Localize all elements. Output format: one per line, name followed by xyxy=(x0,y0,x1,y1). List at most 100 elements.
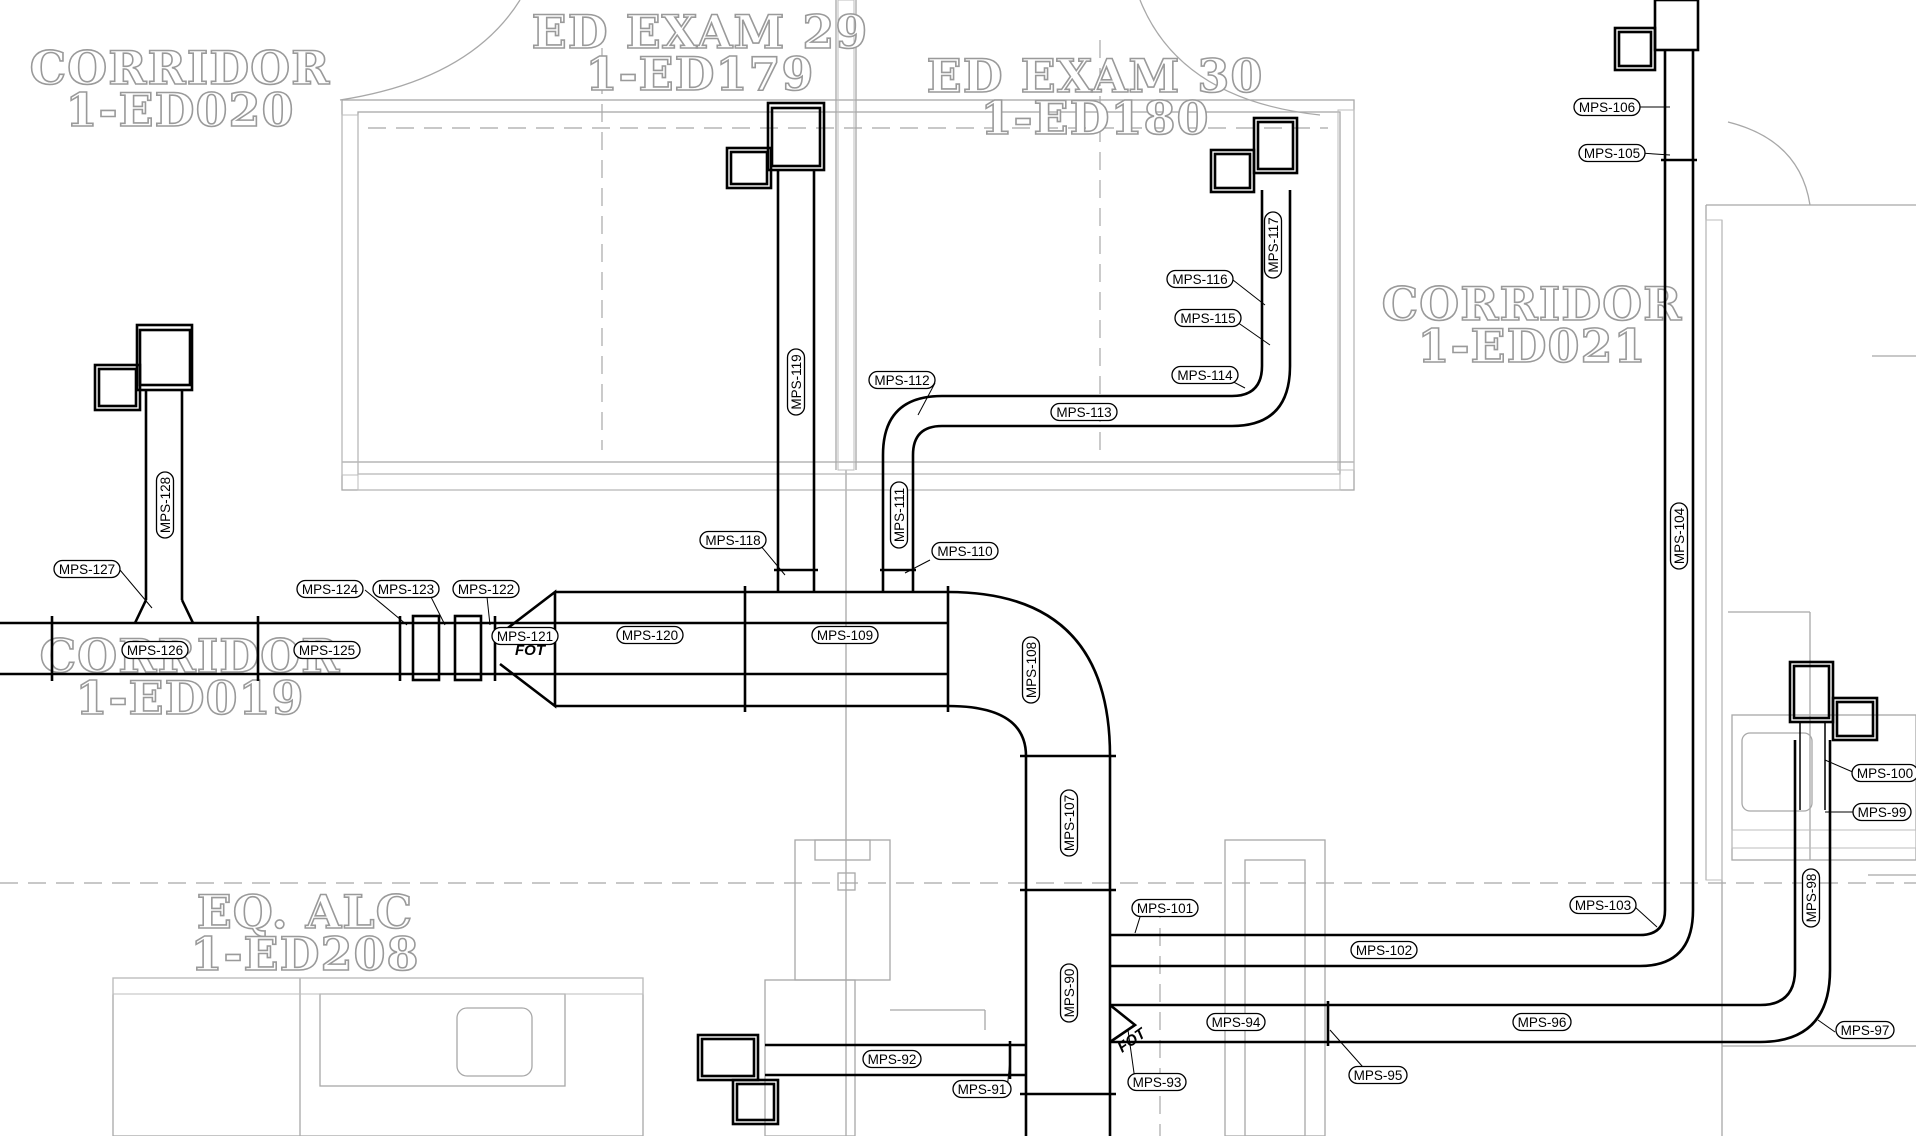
room-name: CORRIDOR xyxy=(1382,277,1683,331)
duct-tag-oval xyxy=(1851,763,1916,783)
duct-tag-oval xyxy=(1021,636,1041,704)
duct-tag: MPS-125 xyxy=(293,640,361,660)
room-number: 1-ED020 xyxy=(65,83,294,137)
duct-tag-label: MPS-123 xyxy=(378,582,434,597)
duct-tag-oval xyxy=(1669,502,1689,570)
duct-tag-oval xyxy=(931,541,999,561)
duct-tag-label: MPS-91 xyxy=(958,1082,1007,1097)
duct-tag-oval xyxy=(1059,963,1079,1023)
room-name: EQ. ALC xyxy=(197,885,414,939)
duct-tag: MPS-127 xyxy=(53,559,121,579)
duct-tag-oval xyxy=(1578,143,1646,163)
duct-tag-oval xyxy=(121,640,189,660)
duct-tag-label: MPS-121 xyxy=(497,629,553,644)
duct-tag: MPS-92 xyxy=(862,1049,922,1069)
duct-tag-oval xyxy=(1174,308,1242,328)
duct-tag: MPS-109 xyxy=(811,625,879,645)
duct-tag: MPS-101 xyxy=(1131,898,1199,918)
duct-tag-oval xyxy=(1801,868,1821,928)
duct-tag: MPS-107 xyxy=(1059,789,1079,857)
room-number: 1-ED021 xyxy=(1417,319,1646,373)
duct-tag-oval xyxy=(1127,1072,1187,1092)
duct-tag-label: MPS-98 xyxy=(1804,874,1819,923)
fot-note: FOT xyxy=(1115,1024,1151,1056)
duct-tag-oval xyxy=(952,1079,1012,1099)
duct-tag-oval xyxy=(1573,97,1641,117)
duct-tag: MPS-106 xyxy=(1573,97,1641,117)
duct-tag: MPS-126 xyxy=(121,640,189,660)
duct-tag: MPS-112 xyxy=(868,370,936,390)
duct-tag: MPS-99 xyxy=(1852,802,1912,822)
duct-tag: MPS-95 xyxy=(1348,1065,1408,1085)
duct-tag-label: MPS-127 xyxy=(59,562,115,577)
duct-tag-oval xyxy=(1852,802,1912,822)
duct-tag-label: MPS-110 xyxy=(937,544,992,559)
duct-tag-oval xyxy=(889,481,909,549)
room-labels: CORRIDOR 1-ED020 ED EXAM 29 1-ED179 ED E… xyxy=(29,4,1683,982)
duct-tag-oval xyxy=(862,1049,922,1069)
duct-tag: MPS-93 xyxy=(1127,1072,1187,1092)
duct-tag-label: MPS-103 xyxy=(1575,898,1631,913)
duct-tag: MPS-122 xyxy=(452,579,520,599)
duct-tag: MPS-105 xyxy=(1578,143,1646,163)
duct-tag-label: MPS-109 xyxy=(817,628,873,643)
duct-tag: MPS-91 xyxy=(952,1079,1012,1099)
duct-tag: MPS-113 xyxy=(1050,402,1118,422)
duct-tag-label: MPS-108 xyxy=(1024,642,1039,698)
tag-leaders xyxy=(119,106,1856,1091)
duct-tag-oval xyxy=(699,530,767,550)
duct-tag: MPS-110 xyxy=(931,541,999,561)
duct-tag: MPS-116 xyxy=(1166,269,1234,289)
duct-tag-oval xyxy=(786,348,806,416)
duct-tag-label: MPS-102 xyxy=(1356,943,1412,958)
duct-tag-label: MPS-116 xyxy=(1172,272,1227,287)
duct-tag-label: MPS-97 xyxy=(1841,1023,1890,1038)
duct-tag-oval xyxy=(452,579,520,599)
duct-tag-label: MPS-125 xyxy=(299,643,355,658)
duct-tag-oval xyxy=(1131,898,1199,918)
duct-tag-oval xyxy=(868,370,936,390)
room-name: CORRIDOR xyxy=(30,41,331,95)
duct-tag-oval xyxy=(1059,789,1079,857)
duct-tag-oval xyxy=(1512,1012,1572,1032)
duct-tag-oval xyxy=(1263,211,1283,279)
duct-tag: MPS-123 xyxy=(372,579,440,599)
duct-tag-oval xyxy=(1166,269,1234,289)
duct-tag-label: MPS-95 xyxy=(1354,1068,1403,1083)
duct-tag-label: MPS-112 xyxy=(874,373,929,388)
duct-tag-label: MPS-114 xyxy=(1177,368,1233,383)
room-number: 1-ED208 xyxy=(190,927,419,981)
duct-tag-label: MPS-94 xyxy=(1212,1015,1261,1030)
duct-tag-label: MPS-118 xyxy=(705,533,760,548)
duct-tag: MPS-103 xyxy=(1569,895,1637,915)
duct-tag-label: MPS-92 xyxy=(868,1052,917,1067)
duct-tag: MPS-97 xyxy=(1835,1020,1895,1040)
duct-tag-label: MPS-122 xyxy=(458,582,514,597)
duct-tag: MPS-108 xyxy=(1021,636,1041,704)
duct-tag: MPS-128 xyxy=(155,471,175,539)
duct-tag: MPS-115 xyxy=(1174,308,1242,328)
duct-tag-oval xyxy=(1206,1012,1266,1032)
duct-tag-oval xyxy=(372,579,440,599)
duct-tag-oval xyxy=(616,625,684,645)
duct-tag: MPS-96 xyxy=(1512,1012,1572,1032)
duct-tag-oval xyxy=(1348,1065,1408,1085)
duct-tag-label: MPS-106 xyxy=(1579,100,1635,115)
room-number: 1-ED179 xyxy=(585,47,814,101)
duct-tag: MPS-100 xyxy=(1851,763,1916,783)
duct-tag-label: MPS-90 xyxy=(1062,969,1077,1018)
duct-tag-label: MPS-100 xyxy=(1857,766,1913,781)
duct-tag-oval xyxy=(293,640,361,660)
duct-tag-label: MPS-119 xyxy=(789,354,804,409)
duct-tag: MPS-124 xyxy=(296,579,364,599)
duct-tag-label: MPS-115 xyxy=(1180,311,1235,326)
duct-tag-label: MPS-104 xyxy=(1672,507,1687,564)
duct-tag: MPS-118 xyxy=(699,530,767,550)
room-name: ED EXAM 30 xyxy=(927,49,1264,103)
duct-tag: MPS-90 xyxy=(1059,963,1079,1023)
duct-tag-oval xyxy=(811,625,879,645)
